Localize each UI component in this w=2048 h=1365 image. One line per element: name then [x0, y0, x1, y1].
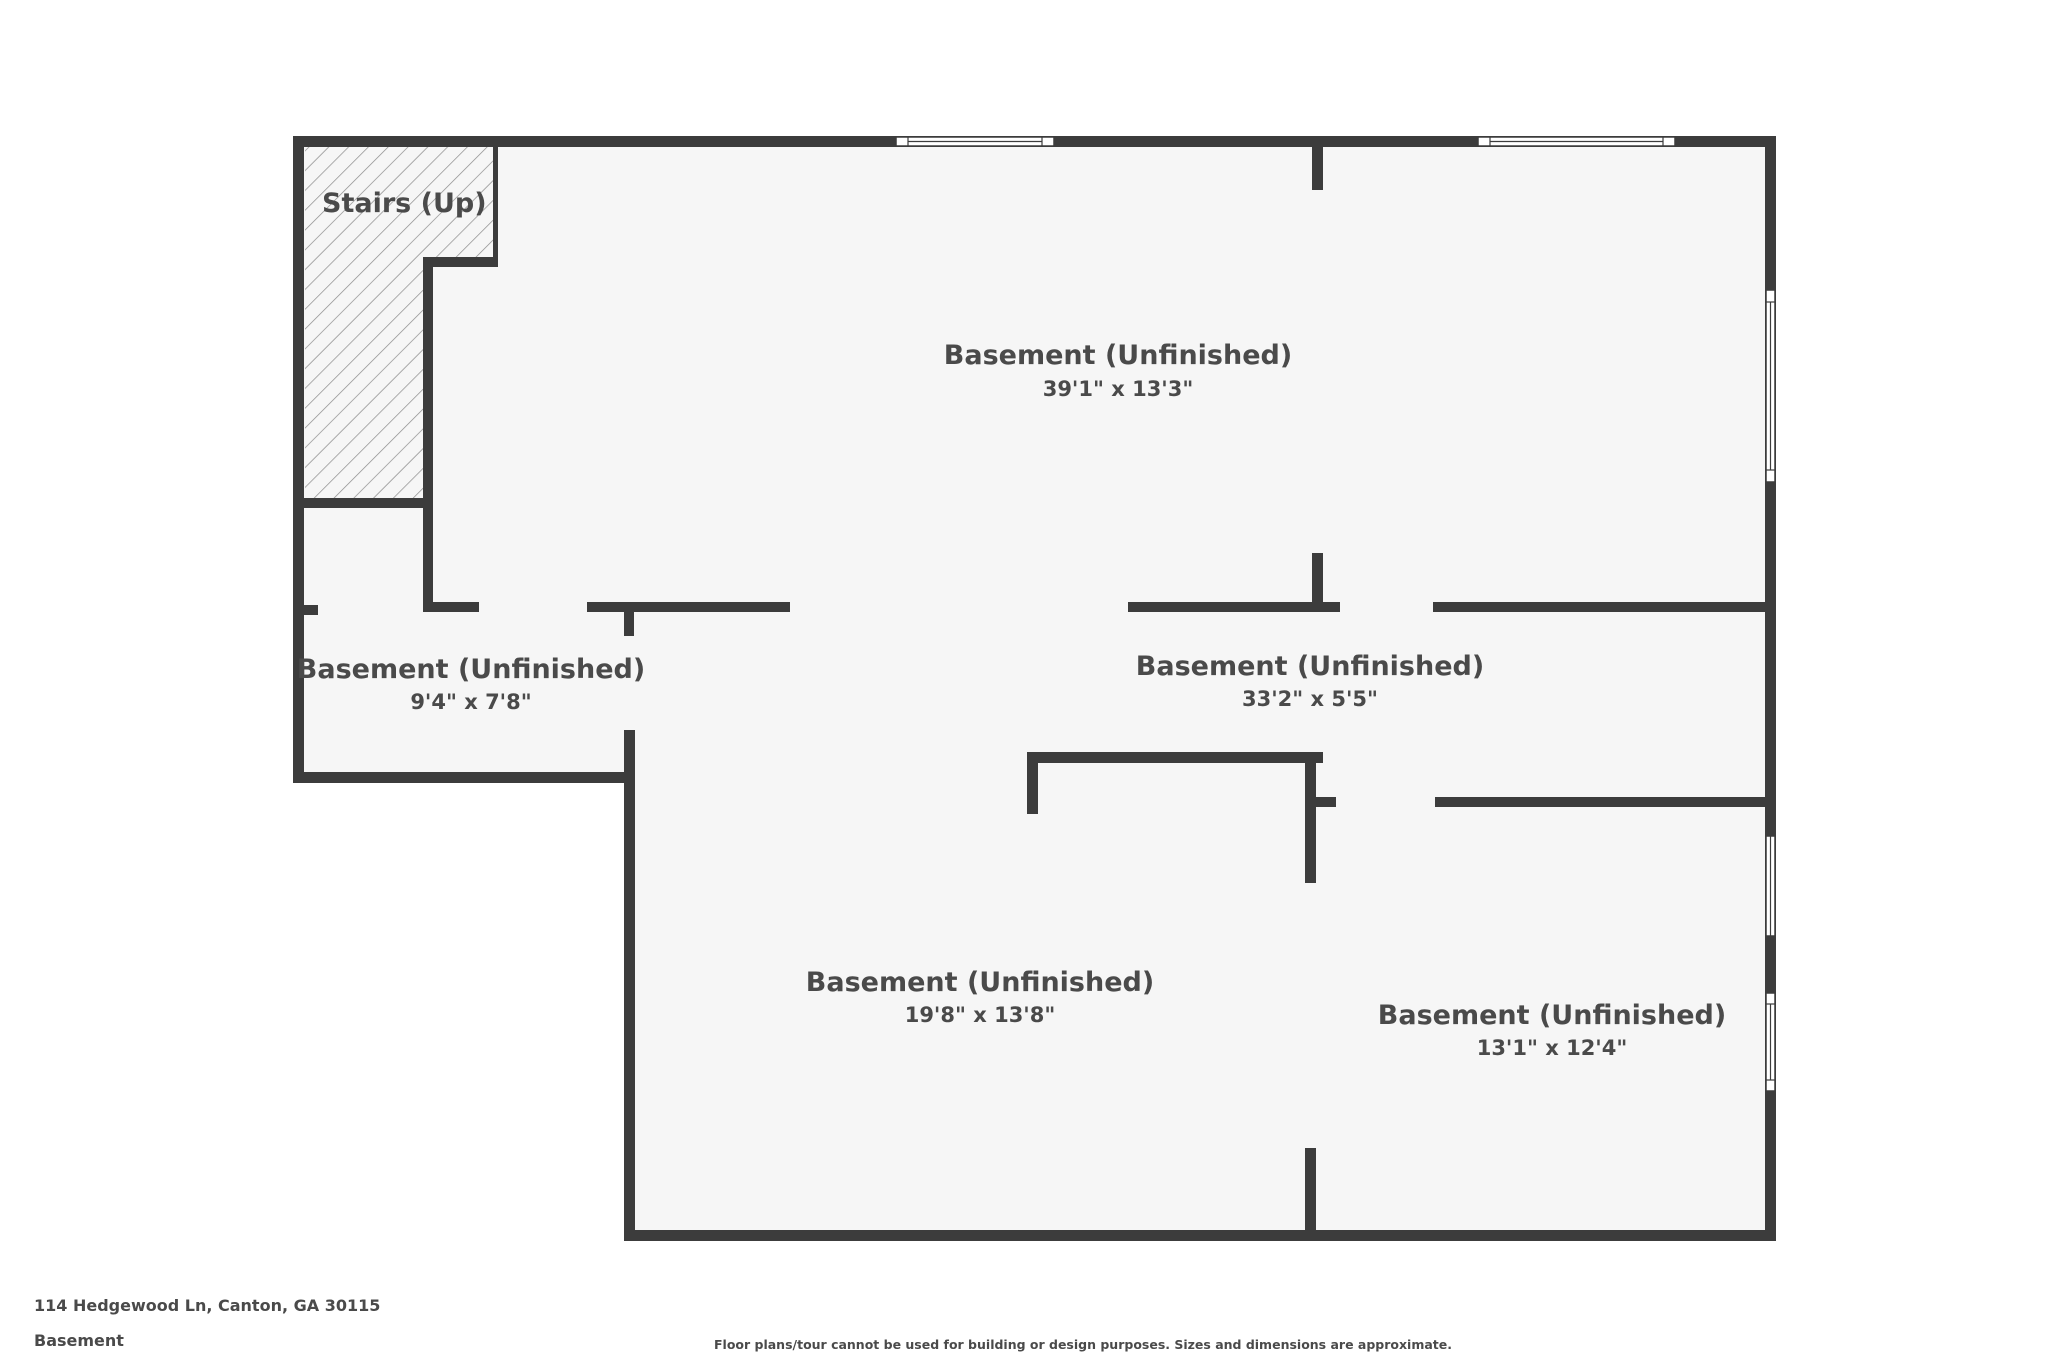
room-bottom-right: Basement (Unfinished) 13'1" x 12'4" [1378, 1000, 1726, 1060]
room-hall: Basement (Unfinished) 33'2" x 5'5" [1136, 651, 1484, 711]
room-left-small-name: Basement (Unfinished) [297, 654, 645, 685]
room-hall-name: Basement (Unfinished) [1136, 651, 1484, 682]
room-main-name: Basement (Unfinished) [944, 340, 1292, 371]
floor-level-label: Basement [34, 1331, 124, 1350]
room-bottom-center-dims: 19'8" x 13'8" [905, 1003, 1056, 1027]
floor-area [299, 141, 1770, 1235]
property-address: 114 Hedgewood Ln, Canton, GA 30115 [34, 1296, 381, 1315]
disclaimer-text: Floor plans/tour cannot be used for buil… [714, 1337, 1452, 1352]
room-bottom-center: Basement (Unfinished) 19'8" x 13'8" [806, 967, 1154, 1027]
room-bottom-right-name: Basement (Unfinished) [1378, 1000, 1726, 1031]
stairs-label: Stairs (Up) [322, 188, 487, 219]
room-left-small-dims: 9'4" x 7'8" [410, 690, 531, 714]
room-hall-dims: 33'2" x 5'5" [1242, 687, 1378, 711]
window-top-left [895, 136, 1055, 147]
room-main: Basement (Unfinished) 39'1" x 13'3" [944, 340, 1292, 401]
window-right-middle [1765, 835, 1776, 937]
windows [895, 136, 1776, 1092]
room-bottom-right-dims: 13'1" x 12'4" [1477, 1036, 1628, 1060]
room-left-small: Basement (Unfinished) 9'4" x 7'8" [297, 654, 645, 714]
room-bottom-center-name: Basement (Unfinished) [806, 967, 1154, 998]
window-right-lower [1765, 992, 1776, 1092]
room-main-dims: 39'1" x 13'3" [1043, 377, 1194, 401]
interior-walls [299, 141, 1770, 1238]
window-top-right [1477, 136, 1676, 147]
window-right-upper [1765, 289, 1776, 483]
stairs-area [305, 147, 495, 500]
